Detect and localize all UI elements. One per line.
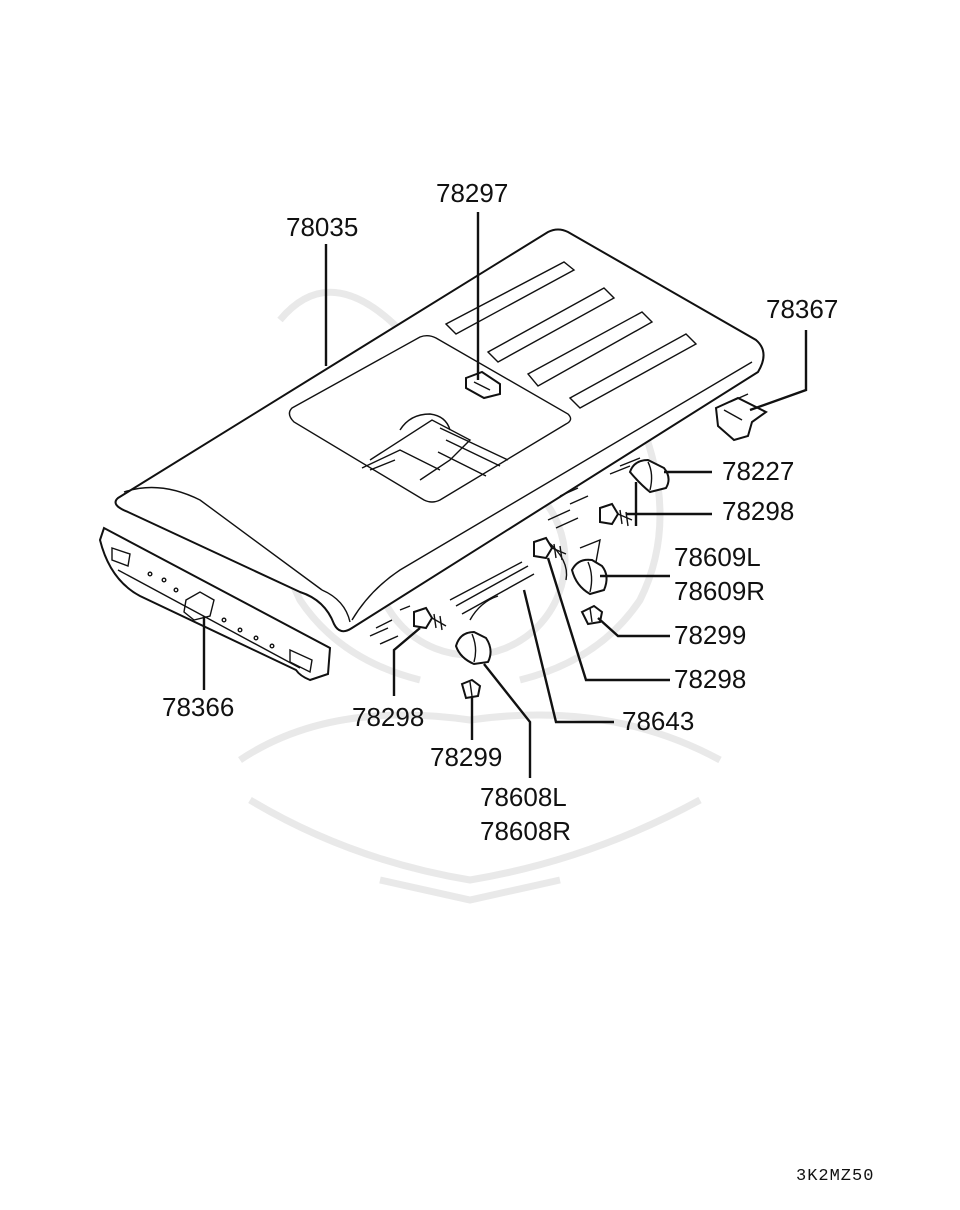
nut-right <box>580 604 604 626</box>
leader-lines <box>202 212 808 778</box>
label-bracket-8r: 78608R <box>480 816 571 846</box>
bolt-center <box>533 536 567 561</box>
label-rail-strip: 78643 <box>622 706 694 736</box>
label-nut-left: 78299 <box>430 742 502 772</box>
bolt-left <box>413 606 447 631</box>
bolt-right <box>599 502 633 527</box>
label-holder: 78227 <box>722 456 794 486</box>
label-nut-right: 78299 <box>674 620 746 650</box>
roof-panel <box>114 228 765 633</box>
diagram-code: 3K2MZ50 <box>796 1167 874 1186</box>
bracket-78608 <box>454 630 492 666</box>
rear-rail <box>714 393 768 442</box>
label-bracket-8l: 78608L <box>480 782 567 812</box>
rail-strip <box>449 561 535 621</box>
label-bolt-right: 78298 <box>722 496 794 526</box>
label-roof: 78035 <box>286 212 358 242</box>
label-bolt-left: 78298 <box>352 702 424 732</box>
holder-78227 <box>628 458 670 494</box>
label-bracket-9r: 78609R <box>674 576 765 606</box>
part-labels: 78035 78297 78367 78227 78298 78609L 786… <box>162 178 874 1186</box>
label-roof-clip: 78297 <box>436 178 508 208</box>
nut-left <box>460 678 482 700</box>
label-bracket-9l: 78609L <box>674 542 761 572</box>
label-rear-rail: 78367 <box>766 294 838 324</box>
roof-clip <box>465 370 501 400</box>
bracket-78609 <box>570 558 608 596</box>
label-bolt-center: 78298 <box>674 664 746 694</box>
label-front-trim: 78366 <box>162 692 234 722</box>
front-header-trim <box>98 526 332 682</box>
underbody-hatching <box>369 457 641 645</box>
